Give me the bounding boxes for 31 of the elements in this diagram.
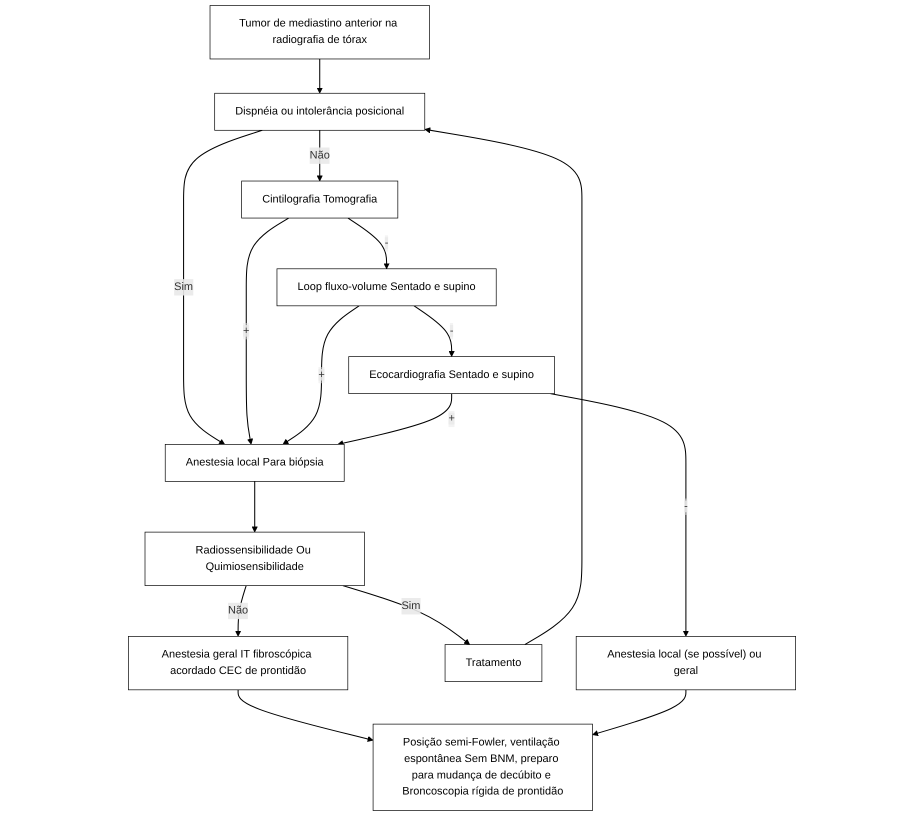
edge-label: Não	[310, 149, 330, 162]
edge-label: +	[318, 368, 325, 381]
edge-label: -	[384, 237, 388, 249]
edge-label: +	[448, 412, 455, 424]
arrow	[316, 58, 323, 94]
node-box: Loop fluxo-volume Sentado e supino	[276, 268, 497, 306]
node-box: Tumor de mediastino anterior na radiografia de tórax	[210, 5, 430, 60]
edge-label: Não	[228, 604, 248, 616]
edge-label: -	[684, 500, 688, 512]
edge-label: -	[450, 325, 454, 337]
arrow	[342, 585, 470, 645]
arrow	[282, 305, 360, 445]
arrow	[252, 481, 258, 532]
arrow	[183, 130, 262, 445]
edge-label: +	[243, 325, 250, 337]
edge-label: Sim	[174, 281, 194, 293]
arrow	[338, 394, 452, 446]
node-box: Dispnéia ou intolerância posicional	[214, 92, 426, 131]
edge-label: Sim	[401, 600, 420, 612]
node-box: Tratamento	[444, 644, 542, 682]
node-box: Anestesia local Para biópsia	[164, 444, 345, 482]
arrow	[238, 690, 374, 742]
node-box: Radiossensibilidade Ou Quimiosensibilidade	[144, 532, 365, 586]
arrow	[246, 218, 289, 445]
arrow	[424, 127, 582, 646]
node-box: Cintilografia Tomografia	[241, 180, 398, 218]
node-box: Anestesia geral IT fibroscópica acordado CEC de prontidão	[128, 636, 348, 690]
node-box: Posição semi-Fowler, ventilação espontânea Sem BNM, preparo para mudança de decúbito e Broncoscopia rígida de prontidão	[372, 724, 593, 811]
arrow	[592, 690, 686, 736]
node-box: Ecocardiografia Sentado e supino	[348, 356, 555, 394]
node-box: Anestesia local (se possível) ou geral	[576, 636, 796, 690]
